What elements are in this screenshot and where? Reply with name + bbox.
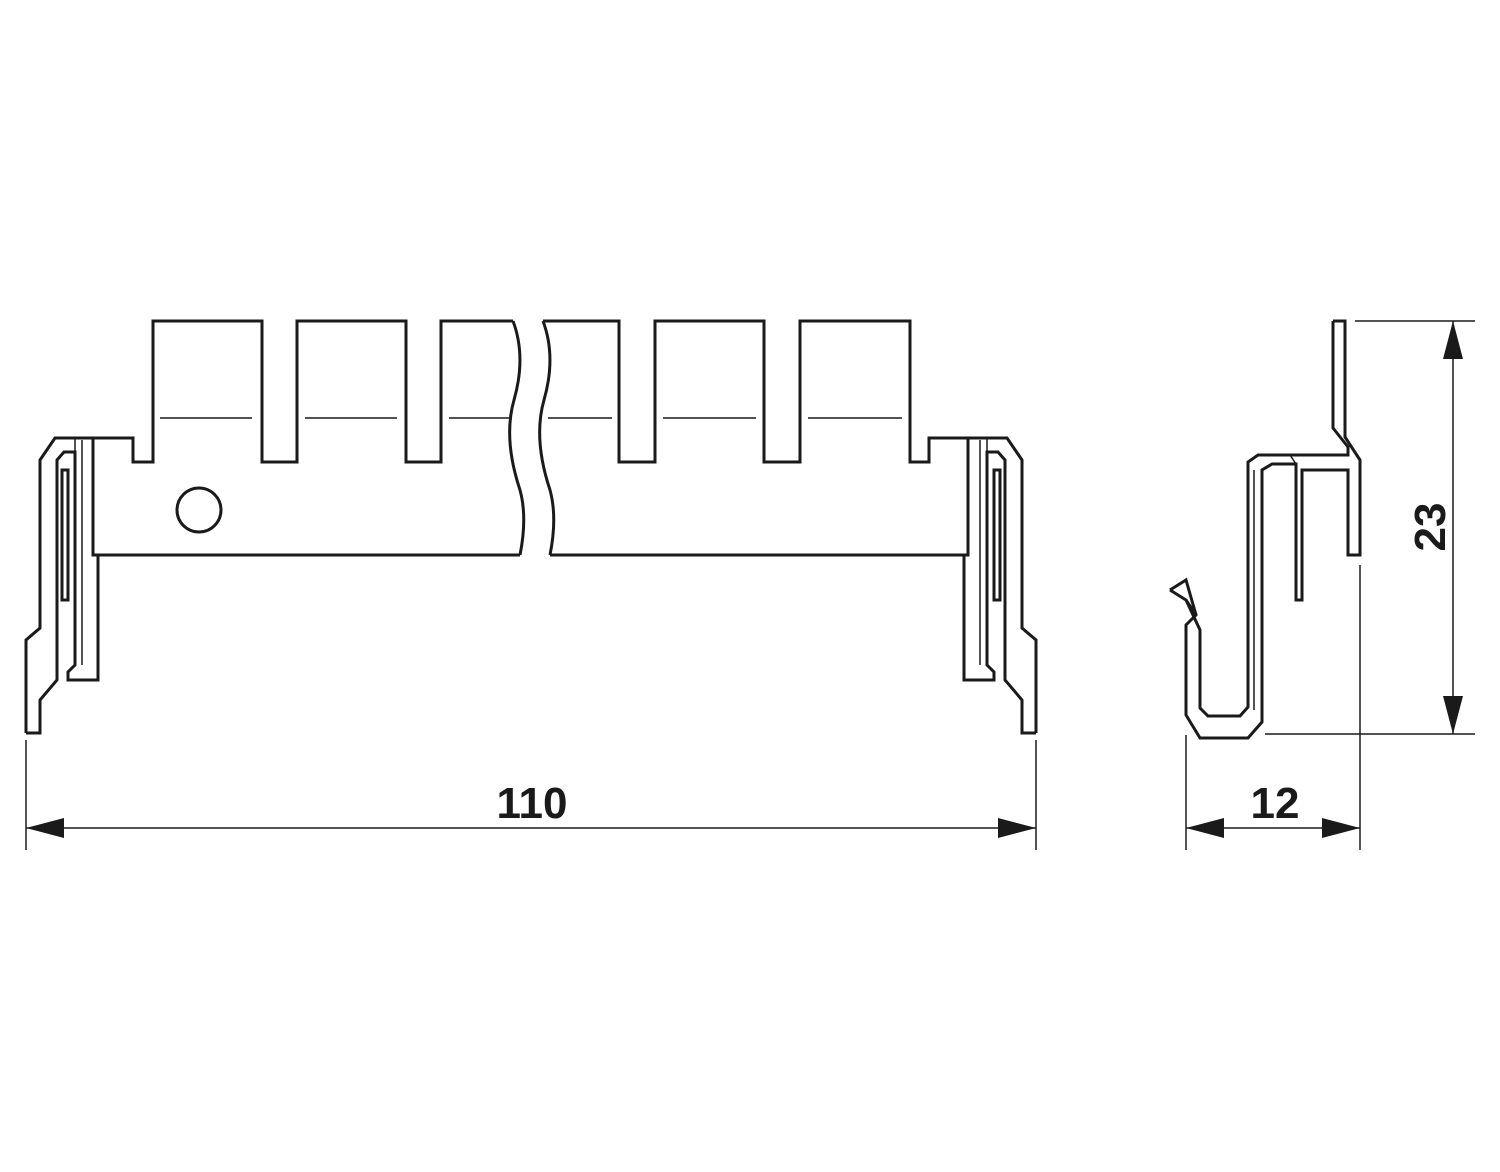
arrow-left-icon — [1186, 818, 1224, 838]
depth-dimension-label: 12 — [1251, 779, 1300, 828]
arrow-up-icon — [1443, 321, 1463, 359]
front-view-right-body — [543, 319, 970, 557]
arrow-down-icon — [1443, 696, 1463, 734]
arrow-right-icon — [998, 818, 1036, 838]
side-view — [1169, 319, 1362, 740]
width-dimension-label: 110 — [497, 779, 568, 828]
front-view — [24, 319, 1038, 735]
front-view-left-body — [91, 319, 520, 557]
height-dimension-label: 23 — [1406, 503, 1455, 552]
break-line-right — [538, 320, 556, 556]
dimension-width: 110 — [25, 740, 1037, 850]
arrow-right-icon — [1322, 818, 1360, 838]
side-view-outer-profile — [1169, 321, 1350, 718]
dimension-depth: 12 — [1185, 565, 1361, 850]
right-snap-foot — [962, 436, 1038, 735]
dimension-height: 23 — [1265, 320, 1475, 735]
mounting-hole — [175, 486, 223, 534]
arrow-left-icon — [26, 818, 64, 838]
left-snap-foot — [24, 436, 100, 735]
break-line-left — [508, 320, 526, 556]
